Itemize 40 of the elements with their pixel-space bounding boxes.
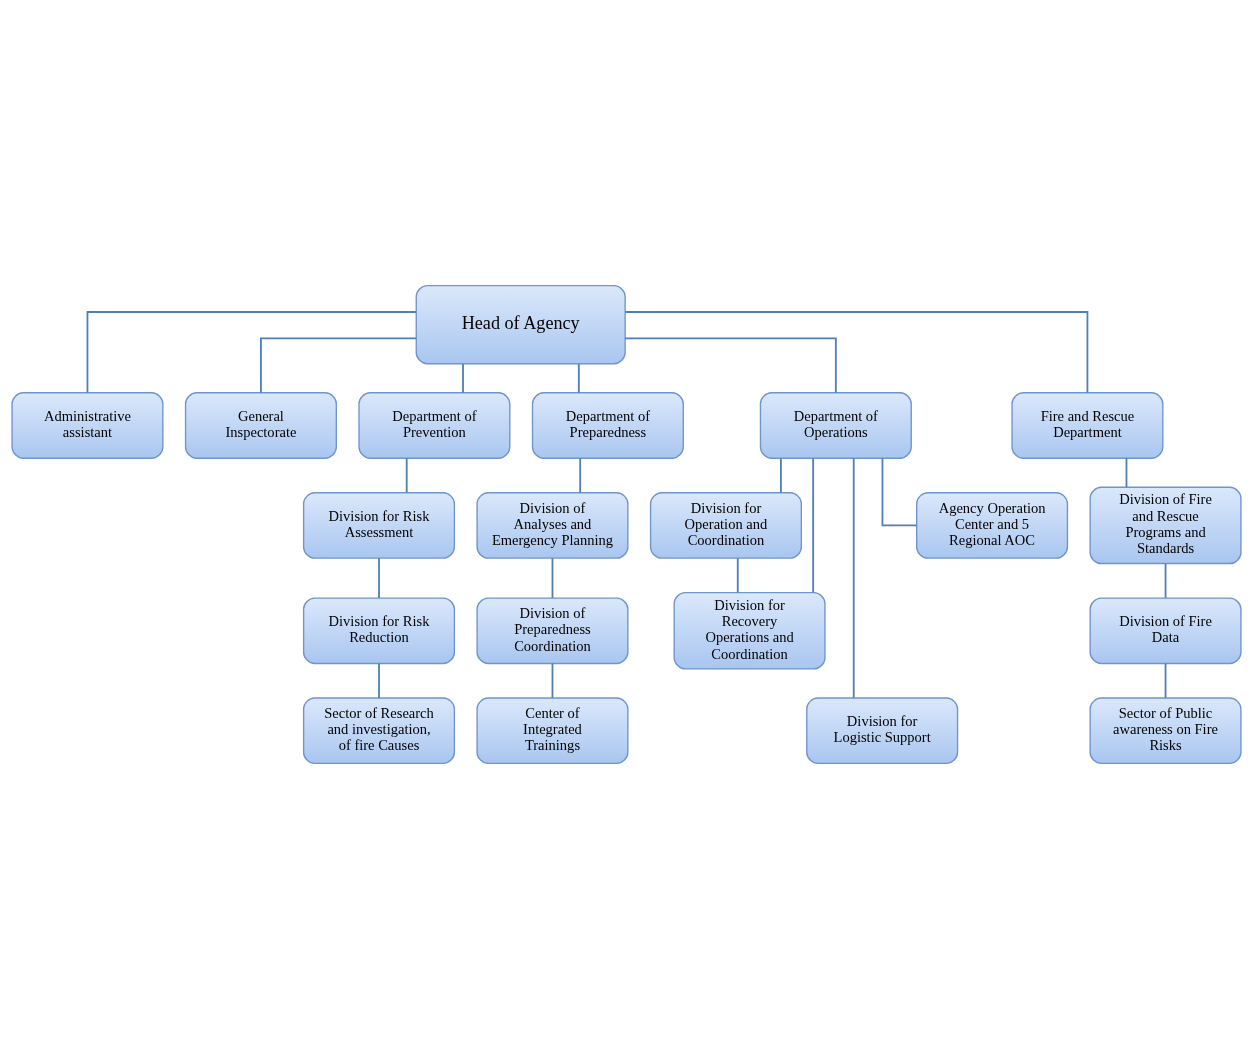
node-box: Department of Preparedness: [531, 392, 684, 459]
connector: [852, 457, 855, 699]
connector: [462, 363, 464, 394]
connector: [1125, 457, 1128, 488]
node-box: Fire and Rescue Department: [1011, 392, 1164, 459]
node-box: Sector of Research and investigation, of fire Causes: [302, 697, 456, 765]
connector: [577, 363, 580, 394]
connector: [1164, 662, 1167, 699]
connector: [260, 337, 418, 394]
connector: [881, 457, 918, 527]
node-box: Division for Operation and Coordination: [649, 492, 802, 559]
node-box: Center of Integrated Trainings: [476, 697, 629, 765]
connector: [780, 457, 782, 494]
node-box: Division for Risk Assessment: [302, 492, 456, 559]
connector: [624, 337, 837, 394]
node-box: Administrative assistant: [11, 392, 164, 459]
connector: [624, 311, 1089, 394]
node-box: Department of Operations: [759, 392, 912, 459]
node-box: Department of Prevention: [358, 392, 511, 459]
node-box: Head of Agency: [415, 284, 626, 365]
connector: [736, 557, 739, 594]
connector: [86, 311, 417, 394]
connector: [1164, 562, 1167, 599]
node-box: Division for Recovery Operations and Coordination: [673, 591, 826, 670]
connector: [579, 457, 582, 494]
node-box: Sector of Public awareness on Fire Risks: [1089, 697, 1242, 765]
connector: [378, 662, 380, 699]
connector: [551, 557, 554, 599]
connector: [551, 662, 554, 699]
node-box: Division for Logistic Support: [806, 697, 959, 765]
node-box: General Inspectorate: [184, 392, 337, 459]
connector: [405, 457, 408, 494]
connector: [378, 557, 380, 599]
node-box: Division of Fire and Rescue Programs and Standards: [1089, 486, 1242, 565]
node-box: Division for Risk Reduction: [302, 597, 456, 665]
node-box: Division of Preparedness Coordination: [476, 597, 629, 665]
node-box: Division of Analyses and Emergency Planning: [476, 492, 629, 559]
node-box: Agency Operation Center and 5 Regional AOC: [916, 492, 1069, 559]
connector: [812, 457, 815, 594]
node-box: Division of Fire Data: [1089, 597, 1242, 665]
